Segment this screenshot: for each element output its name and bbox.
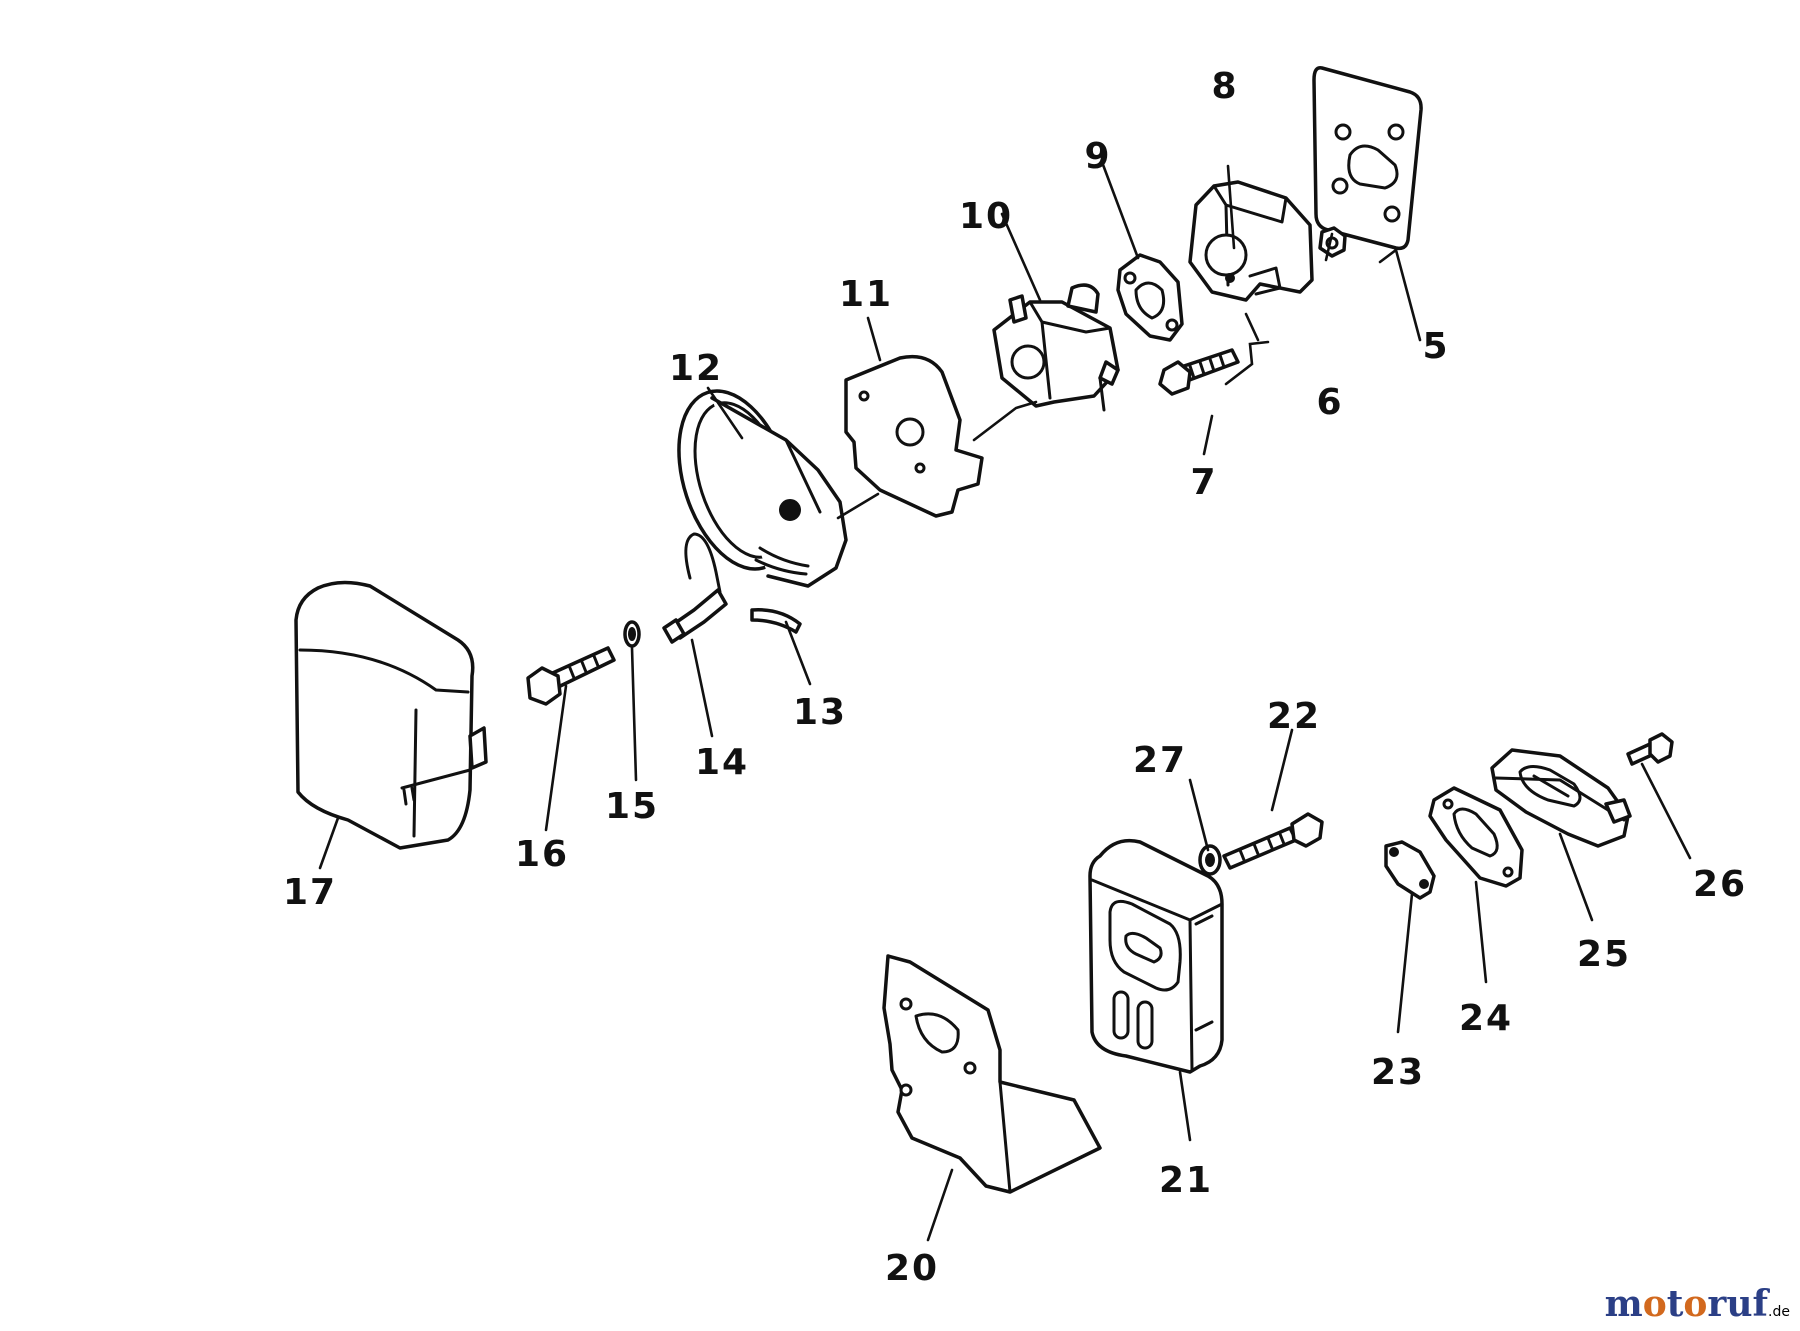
part-26-screw bbox=[1626, 732, 1674, 766]
callout-17: 17 bbox=[283, 872, 337, 913]
part-11-plate bbox=[844, 354, 984, 518]
callout-16: 16 bbox=[515, 834, 569, 875]
part-6-nut bbox=[1318, 226, 1347, 258]
part-13-clip bbox=[750, 608, 802, 634]
callout-11: 11 bbox=[839, 274, 893, 315]
callout-27: 27 bbox=[1133, 740, 1187, 781]
callout-22: 22 bbox=[1267, 696, 1321, 737]
callout-26: 26 bbox=[1693, 864, 1747, 905]
part-24-gasket bbox=[1428, 786, 1524, 888]
part-14-lever bbox=[662, 532, 728, 644]
callout-20: 20 bbox=[885, 1248, 939, 1289]
watermark-suffix: .de bbox=[1768, 1304, 1790, 1320]
callout-14: 14 bbox=[695, 742, 749, 783]
callout-labels: 8 9 10 11 12 5 6 7 13 14 15 16 17 22 27 … bbox=[283, 66, 1747, 1289]
callout-8: 8 bbox=[1211, 66, 1238, 107]
part-10-carburetor bbox=[992, 283, 1120, 412]
part-7-bolt bbox=[1158, 348, 1240, 396]
callout-7: 7 bbox=[1190, 462, 1217, 503]
part-8-insulator bbox=[1188, 180, 1314, 302]
part-17-cover bbox=[294, 580, 488, 850]
part-5-gasket bbox=[1312, 66, 1423, 251]
callout-15: 15 bbox=[605, 786, 659, 827]
part-9-gasket bbox=[1116, 253, 1184, 342]
callout-21: 21 bbox=[1159, 1160, 1213, 1201]
part-25-flange bbox=[1490, 748, 1632, 848]
callout-6: 6 bbox=[1316, 382, 1343, 423]
part-22-bolt bbox=[1222, 812, 1324, 870]
callout-23: 23 bbox=[1371, 1052, 1425, 1093]
callout-12: 12 bbox=[669, 348, 723, 389]
leader-lines bbox=[318, 160, 1692, 1242]
callout-25: 25 bbox=[1577, 934, 1631, 975]
callout-10: 10 bbox=[959, 196, 1013, 237]
motoruf-watermark: motoruf.de bbox=[1605, 1283, 1790, 1325]
part-16-bolt bbox=[526, 646, 616, 706]
watermark-brand: motoruf bbox=[1604, 1283, 1769, 1325]
part-12-filter-case bbox=[677, 389, 848, 588]
part-27-washer bbox=[1198, 844, 1222, 876]
part-15-washer bbox=[623, 620, 641, 648]
part-21-muffler bbox=[1088, 838, 1224, 1074]
callout-9: 9 bbox=[1084, 136, 1111, 177]
callout-5: 5 bbox=[1422, 326, 1449, 367]
callout-24: 24 bbox=[1459, 998, 1513, 1039]
part-20-shield bbox=[882, 954, 1102, 1194]
part-23-plate bbox=[1384, 840, 1436, 900]
callout-13: 13 bbox=[793, 692, 847, 733]
